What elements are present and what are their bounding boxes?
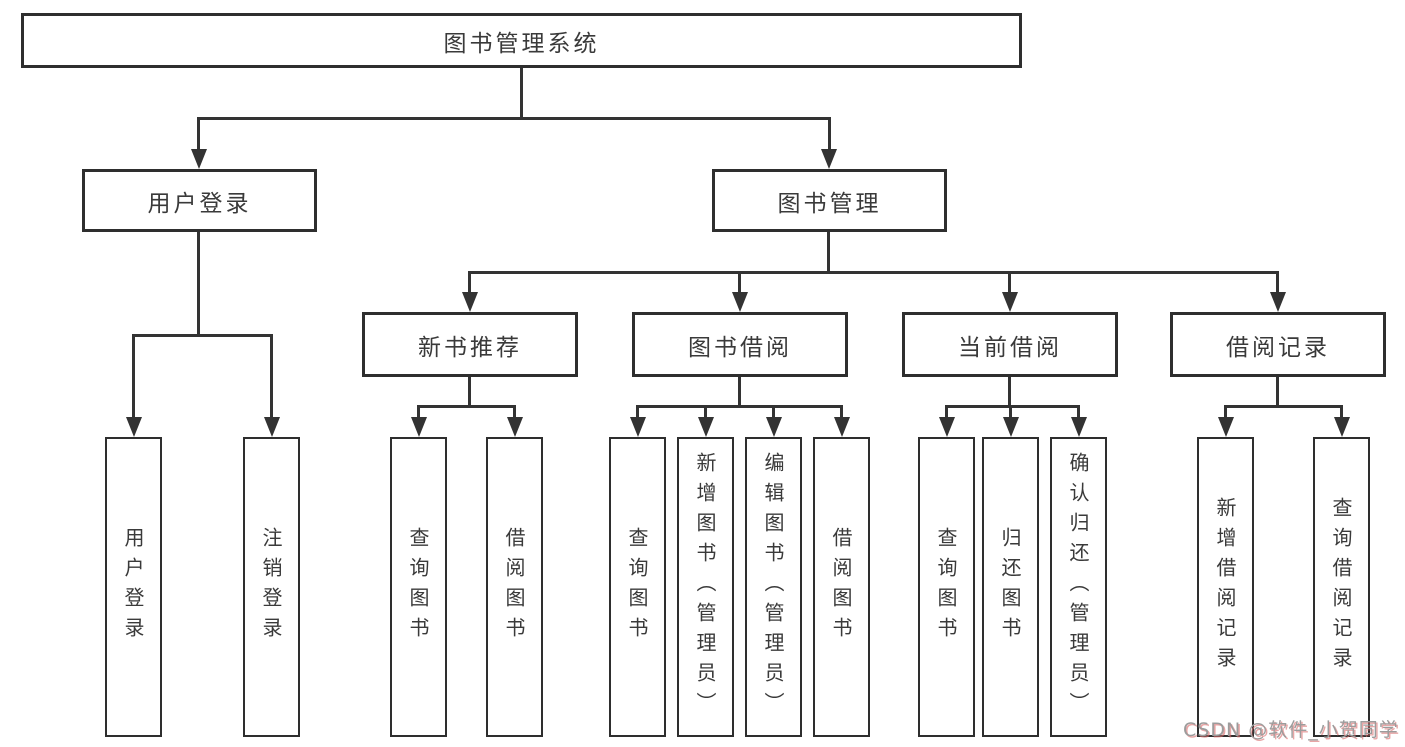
connector-book-mgmt-stub <box>828 117 831 151</box>
node-borrowing-records: 借阅记录 <box>1170 312 1386 377</box>
connector-user-login-rail <box>132 334 273 337</box>
connector-group-rail <box>636 405 843 408</box>
connector-group-stem <box>738 377 741 408</box>
arrow-down-icon <box>1334 417 1350 437</box>
arrow-down-icon <box>191 149 207 169</box>
connector-group-stem <box>1276 377 1279 408</box>
connector-leaf-stub <box>417 405 420 419</box>
arrow-down-icon <box>732 292 748 312</box>
connector-leaf-stub <box>945 405 948 419</box>
arrow-down-icon <box>821 149 837 169</box>
leaf-add-books-admin: 新增图书（管理员） <box>677 437 734 737</box>
connector-level3-stub <box>1276 271 1279 294</box>
arrow-down-icon <box>698 417 714 437</box>
connector-leaf-stub <box>772 405 775 419</box>
leaf-user-login: 用户登录 <box>105 437 162 737</box>
node-library-management-system: 图书管理系统 <box>21 13 1022 68</box>
connector-root-stem <box>520 68 523 120</box>
arrow-down-icon <box>766 417 782 437</box>
connector-leaf-stub <box>636 405 639 419</box>
connector-leaf-stub <box>1224 405 1227 419</box>
leaf-borrow-books: 借阅图书 <box>813 437 870 737</box>
leaf-return-books: 归还图书 <box>982 437 1039 737</box>
leaf-query-borrow-record: 查询借阅记录 <box>1313 437 1370 737</box>
arrow-down-icon <box>507 417 523 437</box>
connector-group-stem <box>468 377 471 408</box>
arrow-down-icon <box>1002 292 1018 312</box>
connector-user-login-stem <box>197 232 200 336</box>
leaf-query-books: 查询图书 <box>390 437 447 737</box>
connector-level3-rail <box>468 271 1279 274</box>
connector-leaf-stub <box>1340 405 1343 419</box>
leaf-borrow-books: 借阅图书 <box>486 437 543 737</box>
connector-leaf-stub <box>1009 405 1012 419</box>
leaf-edit-books-admin: 编辑图书（管理员） <box>745 437 802 737</box>
arrow-down-icon <box>1003 417 1019 437</box>
connector-leaf-stub <box>132 334 135 419</box>
connector-leaf-stub <box>704 405 707 419</box>
connector-level2-rail <box>197 117 831 120</box>
connector-leaf-stub <box>270 334 273 419</box>
node-new-book-recommend: 新书推荐 <box>362 312 578 377</box>
node-current-borrowing: 当前借阅 <box>902 312 1118 377</box>
connector-leaf-stub <box>1077 405 1080 419</box>
arrow-down-icon <box>462 292 478 312</box>
node-user-login: 用户登录 <box>82 169 317 232</box>
leaf-add-borrow-record: 新增借阅记录 <box>1197 437 1254 737</box>
leaf-confirm-return-admin: 确认归还（管理员） <box>1050 437 1107 737</box>
connector-leaf-stub <box>513 405 516 419</box>
connector-level3-stub <box>738 271 741 294</box>
connector-group-rail <box>945 405 1080 408</box>
node-book-borrowing: 图书借阅 <box>632 312 848 377</box>
connector-user-login-stub <box>197 117 200 151</box>
connector-group-rail <box>417 405 516 408</box>
connector-group-stem <box>1008 377 1011 408</box>
arrow-down-icon <box>411 417 427 437</box>
node-book-management: 图书管理 <box>712 169 947 232</box>
connector-leaf-stub <box>840 405 843 419</box>
arrow-down-icon <box>630 417 646 437</box>
arrow-down-icon <box>1071 417 1087 437</box>
arrow-down-icon <box>834 417 850 437</box>
leaf-logout: 注销登录 <box>243 437 300 737</box>
arrow-down-icon <box>126 417 142 437</box>
arrow-down-icon <box>1218 417 1234 437</box>
connector-level3-stub <box>468 271 471 294</box>
connector-group-rail <box>1224 405 1343 408</box>
arrow-down-icon <box>1270 292 1286 312</box>
arrow-down-icon <box>264 417 280 437</box>
arrow-down-icon <box>939 417 955 437</box>
leaf-query-books: 查询图书 <box>609 437 666 737</box>
connector-level3-stub <box>1008 271 1011 294</box>
connector-book-mgmt-stem <box>827 232 830 273</box>
watermark: CSDN @软件_小贺同学 <box>1183 719 1399 741</box>
leaf-query-books: 查询图书 <box>918 437 975 737</box>
